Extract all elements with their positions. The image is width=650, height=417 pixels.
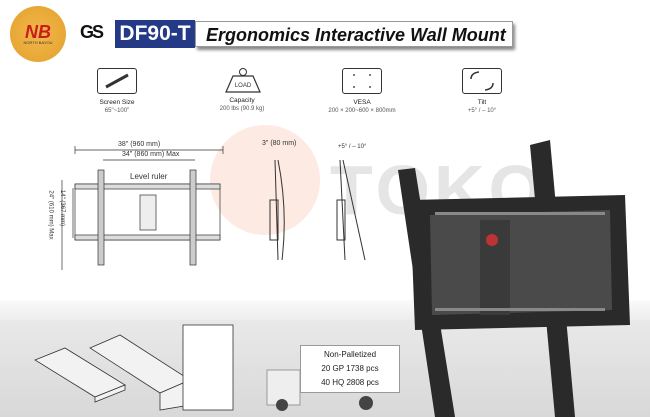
gs-cert-logo: GS	[80, 22, 104, 42]
product-title: Ergonomics Interactive Wall Mount	[195, 21, 513, 47]
shipping-20gp: 20 GP 1738 pcs	[321, 364, 379, 373]
spec-label: Capacity	[229, 97, 255, 104]
shipping-40hq: 40 HQ 2808 pcs	[321, 378, 379, 387]
spec-value: 65"~100"	[104, 108, 130, 114]
front-view-diagram	[61, 146, 224, 270]
shipping-heading: Non-Palletized	[323, 350, 377, 359]
truck-wheel-icon	[359, 396, 373, 410]
load-weight-icon: LOAD	[223, 68, 261, 93]
shipping-info-box: Non-Palletized 20 GP 1738 pcs 40 HQ 2808…	[300, 345, 400, 393]
height-min-label: 14" (367 mm)	[59, 189, 66, 227]
spec-value: +5° / – 10°	[467, 108, 497, 114]
spec-vesa: VESA 200 × 200~600 × 800mm	[307, 68, 417, 114]
model-badge: DF90-T	[115, 20, 195, 48]
wall-mount-product-image	[398, 140, 630, 417]
depth-label: 3" (80 mm)	[262, 140, 297, 147]
brand-logo: NB NORTH BAYOU	[10, 6, 66, 62]
spec-value: 200 lbs (90.9 kg)	[219, 106, 265, 112]
packaging-diagram	[34, 324, 234, 411]
truck-cab-icon	[266, 369, 301, 411]
width-total-label: 38" (960 mm)	[118, 141, 161, 148]
width-max-label: 34" (860 mm) Max	[122, 151, 180, 158]
watermark-circle	[210, 125, 320, 235]
logo-text: NB	[25, 21, 51, 42]
spec-tilt: Tilt +5° / – 10°	[427, 68, 537, 114]
spec-value: 200 × 200~600 × 800mm	[328, 108, 396, 114]
side-view-diagram	[269, 159, 285, 261]
spec-label: Screen Size	[99, 99, 135, 106]
spec-screen-size: Screen Size 65"~100"	[62, 68, 172, 114]
spec-label: Tilt	[477, 99, 487, 106]
level-ruler-label: Level ruler	[130, 172, 168, 181]
tilt-view-diagram	[336, 159, 366, 261]
height-max-label: 24" (610 mm) Max	[47, 190, 54, 240]
svg-text:LOAD: LOAD	[235, 83, 252, 89]
spec-label: VESA	[353, 99, 371, 106]
logo-subtext: NORTH BAYOU	[23, 39, 53, 45]
tilt-arrows-icon	[462, 68, 502, 94]
diagonal-arrow-icon	[97, 68, 137, 94]
vesa-pattern-icon	[342, 68, 382, 94]
tilt-label: +5° / – 10°	[338, 144, 367, 150]
spec-capacity: LOAD Capacity 200 lbs (90.9 kg)	[187, 68, 297, 112]
